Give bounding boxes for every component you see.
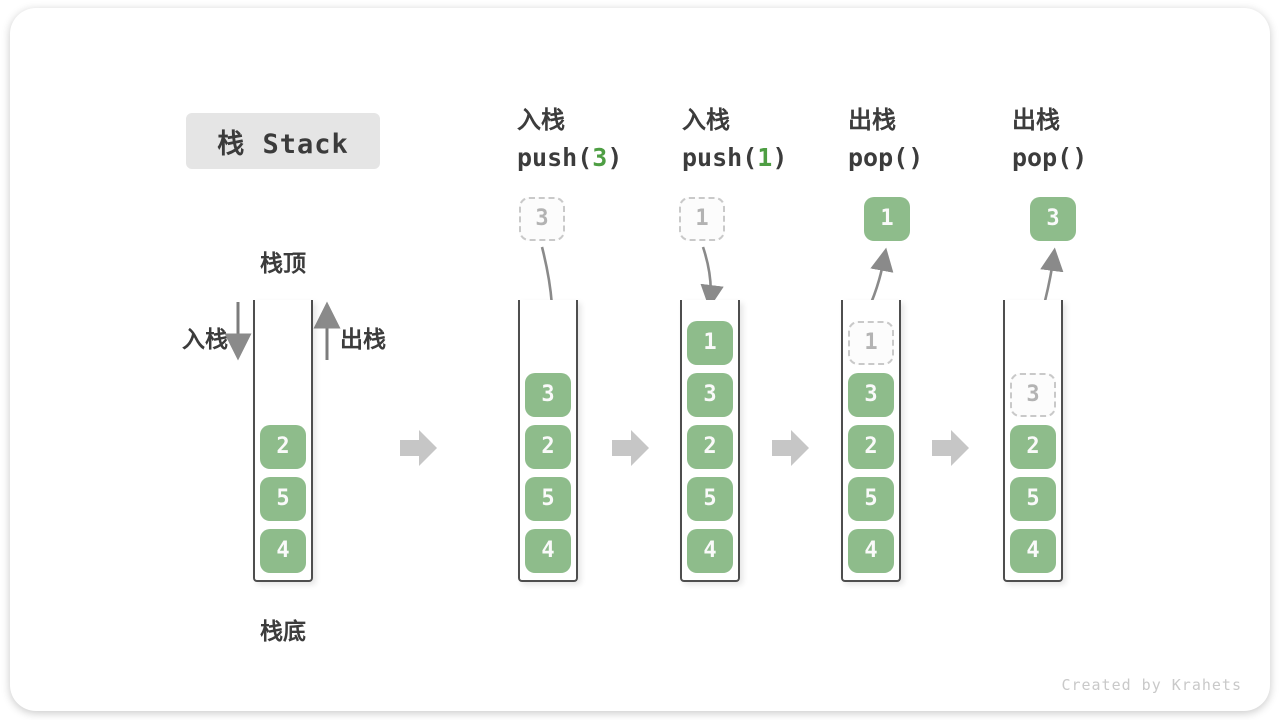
operation-label: 出栈 <box>848 107 896 134</box>
incoming-value-box: 3 <box>519 197 565 241</box>
watermark: Created by Krahets <box>1061 676 1242 694</box>
operation-code: pop() <box>848 143 924 172</box>
stack-item: 3 <box>687 373 733 417</box>
stack-item: 5 <box>525 477 571 521</box>
stack-item: 5 <box>1010 477 1056 521</box>
stack-item: 4 <box>687 529 733 573</box>
operation-code: push(3) <box>517 143 623 172</box>
stack-item: 5 <box>848 477 894 521</box>
ghost-slot: 3 <box>1010 373 1056 417</box>
operation-argument: 1 <box>757 143 773 172</box>
operation-header: 出栈 pop() <box>1012 106 1087 173</box>
stack-item: 2 <box>1010 425 1056 469</box>
stack-item: 4 <box>1010 529 1056 573</box>
stack-item: 2 <box>848 425 894 469</box>
operation-label: 出栈 <box>1012 107 1060 134</box>
operation-code: push(1) <box>682 143 788 172</box>
stack-item: 3 <box>525 373 571 417</box>
incoming-value-box: 1 <box>679 197 725 241</box>
stack-item: 5 <box>687 477 733 521</box>
operation-argument: 3 <box>592 143 608 172</box>
stack-item: 1 <box>687 321 733 365</box>
operation-label: 入栈 <box>517 107 565 134</box>
stack-item: 2 <box>525 425 571 469</box>
stack-item: 2 <box>260 425 306 469</box>
stack-item: 2 <box>687 425 733 469</box>
stack-item: 4 <box>260 529 306 573</box>
pop-direction-label: 出栈 <box>340 326 386 352</box>
operation-code: pop() <box>1012 143 1088 172</box>
popped-value-box: 3 <box>1030 197 1076 241</box>
stack-item: 3 <box>848 373 894 417</box>
popped-value-box: 1 <box>864 197 910 241</box>
stack-item: 5 <box>260 477 306 521</box>
diagram-title: 栈 Stack <box>186 113 380 169</box>
stack-item: 4 <box>848 529 894 573</box>
operation-header: 入栈 push(1) <box>682 106 787 173</box>
stack-bottom-label: 栈底 <box>260 618 306 644</box>
stack-top-label: 栈顶 <box>260 250 306 276</box>
operation-header: 出栈 pop() <box>848 106 923 173</box>
operation-header: 入栈 push(3) <box>517 106 622 173</box>
push-direction-label: 入栈 <box>182 326 228 352</box>
operation-label: 入栈 <box>682 107 730 134</box>
ghost-slot: 1 <box>848 321 894 365</box>
stack-item: 4 <box>525 529 571 573</box>
